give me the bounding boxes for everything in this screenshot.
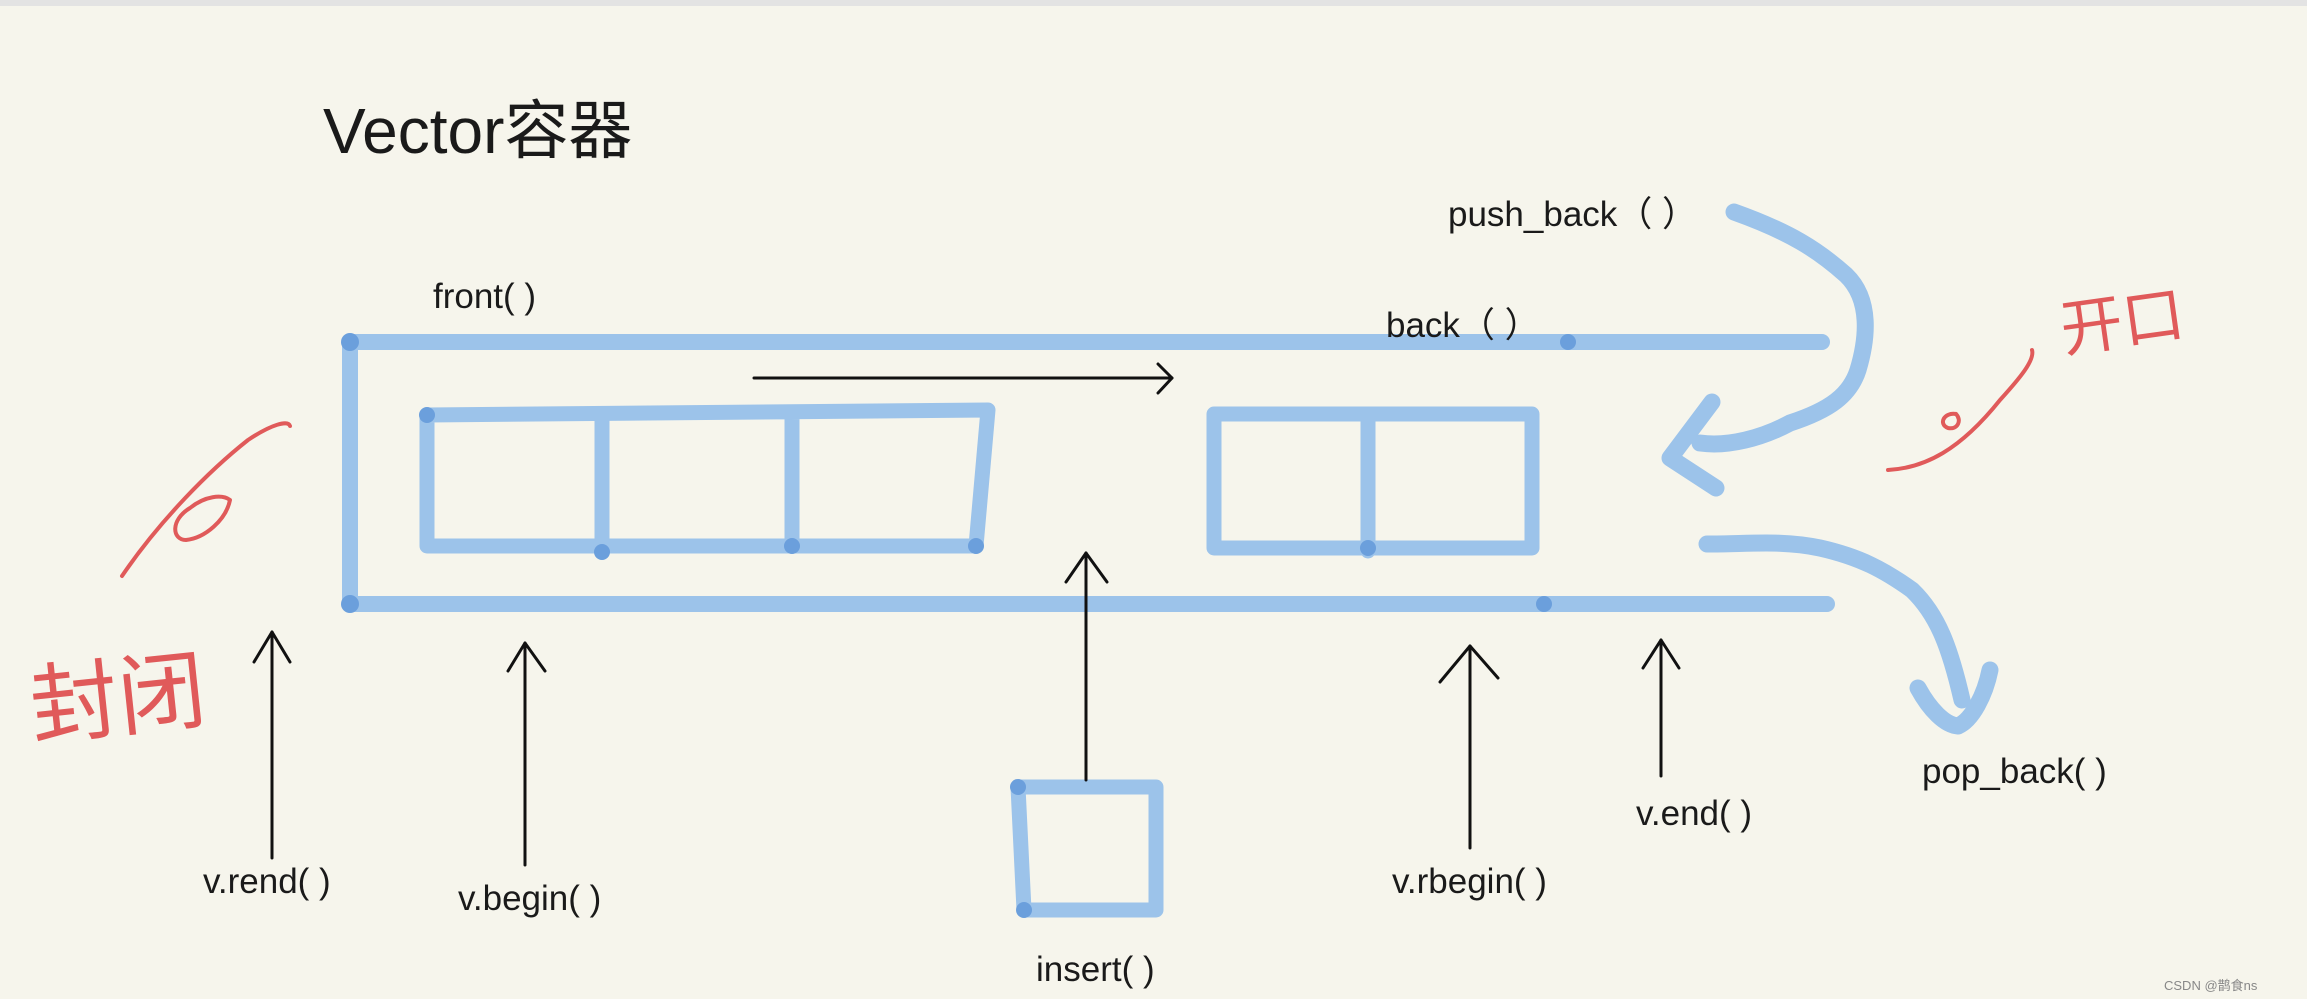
label-v-rend: v.rend( )	[203, 862, 331, 901]
pop-back-curve	[1698, 534, 1971, 709]
opening-pointer-stroke	[1886, 348, 2035, 472]
closed-end-pointer-stroke	[120, 421, 292, 578]
label-front: front( )	[433, 277, 537, 316]
push-back-curve	[1691, 203, 1874, 453]
pen-dot	[784, 538, 800, 554]
v-rbegin-arrowhead	[1438, 644, 1500, 684]
pen-dot	[1010, 779, 1026, 795]
label-insert: insert( )	[1036, 950, 1155, 989]
insert-element	[1010, 779, 1164, 918]
diagram-title: Vector容器	[323, 95, 633, 167]
traversal-direction-arrowhead	[1156, 362, 1174, 395]
pen-dot	[341, 595, 359, 613]
label-v-rbegin: v.rbegin( )	[1392, 862, 1547, 901]
insert-arrowhead	[1064, 551, 1109, 584]
watermark: CSDN @鹊食ns	[2164, 978, 2258, 993]
label-v-end: v.end( )	[1636, 794, 1753, 833]
label-push-back: push_back（ ）	[1448, 195, 1698, 234]
pen-dot	[1536, 596, 1552, 612]
element-group-1	[419, 402, 996, 560]
push-back-arrowhead	[1661, 393, 1725, 497]
pen-dot	[341, 333, 359, 351]
element-group-2	[1206, 406, 1540, 559]
pen-dot	[419, 407, 435, 423]
pen-dot	[1016, 902, 1032, 918]
v-end-arrowhead	[1641, 638, 1681, 670]
label-v-begin: v.begin( )	[458, 879, 602, 918]
pen-dot	[594, 544, 610, 560]
v-rend-arrowhead	[252, 630, 292, 664]
pen-dot	[1360, 540, 1376, 556]
pop-back-arrowhead	[1909, 661, 1999, 735]
top-border	[0, 0, 2307, 6]
pen-dot	[1560, 334, 1576, 350]
annotation-opening: 开口	[2056, 277, 2189, 367]
pen-dot	[968, 538, 984, 554]
label-pop-back: pop_back( )	[1922, 752, 2107, 791]
label-back: back（ ）	[1386, 306, 1540, 345]
annotation-closed: 封闭	[25, 638, 211, 759]
v-begin-arrowhead	[506, 641, 547, 673]
